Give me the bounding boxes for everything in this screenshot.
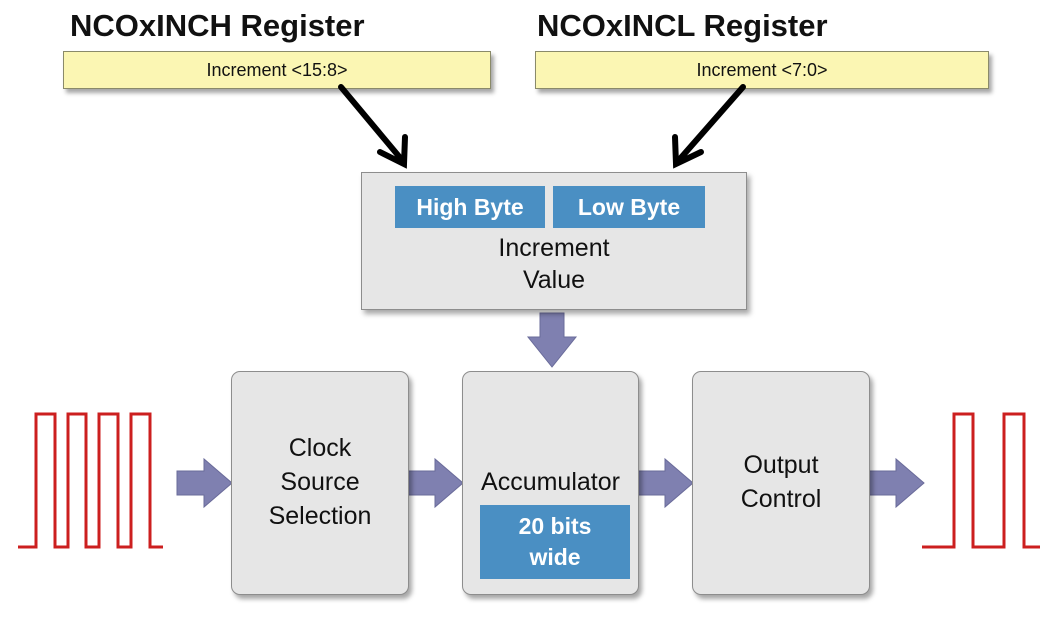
high-register-arrow-shaft	[338, 84, 405, 163]
increment-label-line1: Increment	[498, 233, 610, 262]
nco-inch-register-title: NCOxINCH Register	[70, 8, 365, 43]
low-byte-field: Low Byte	[553, 186, 705, 228]
increment-label-line2: Value	[522, 266, 586, 294]
register-to-increment-arrows	[338, 84, 746, 169]
high-byte-field: High Byte	[395, 186, 545, 228]
incl-increment-field: Increment <7:0>	[535, 51, 989, 89]
input-to-clock-arrow	[176, 457, 233, 509]
output-block-line2: Control	[740, 485, 822, 513]
increment-value-label: Increment Value	[362, 229, 746, 299]
increment-value-block: High Byte Low Byte Increment Value	[361, 172, 747, 310]
increment-to-accumulator-arrow	[526, 312, 578, 368]
low-register-arrow-head	[672, 134, 704, 169]
accumulator-width-line1: 20 bits	[518, 512, 592, 539]
accumulator-label: Accumulator	[481, 468, 620, 497]
low-byte-label: Low Byte	[577, 193, 681, 220]
output-to-signal-arrow	[868, 457, 925, 509]
high-register-arrow-head	[377, 134, 408, 169]
high-byte-label: High Byte	[416, 193, 524, 220]
output-block-line1: Output	[743, 451, 819, 480]
clock-to-accumulator-arrow	[407, 457, 464, 509]
inch-increment-label: Increment <15:8>	[206, 59, 348, 80]
accumulator-width-line2: wide	[529, 544, 581, 570]
clock-block-line3: Selection	[268, 501, 372, 530]
accumulator-width-field: 20 bits wide	[480, 505, 630, 579]
output-control-block: Output Control	[692, 371, 870, 595]
incl-increment-label: Increment <7:0>	[696, 59, 828, 80]
clock-source-selection-block: Clock Source Selection	[231, 371, 409, 595]
accumulator-block: Accumulator 20 bits wide	[462, 371, 639, 595]
clock-block-line1: Clock	[288, 434, 352, 463]
accumulator-to-output-arrow	[637, 457, 694, 509]
clock-block-line2: Source	[280, 468, 360, 497]
output-waveform	[922, 412, 1040, 549]
inch-increment-field: Increment <15:8>	[63, 51, 491, 89]
low-register-arrow-shaft	[676, 84, 746, 163]
nco-incl-register-title: NCOxINCL Register	[537, 8, 828, 43]
input-clock-waveform	[18, 412, 163, 549]
